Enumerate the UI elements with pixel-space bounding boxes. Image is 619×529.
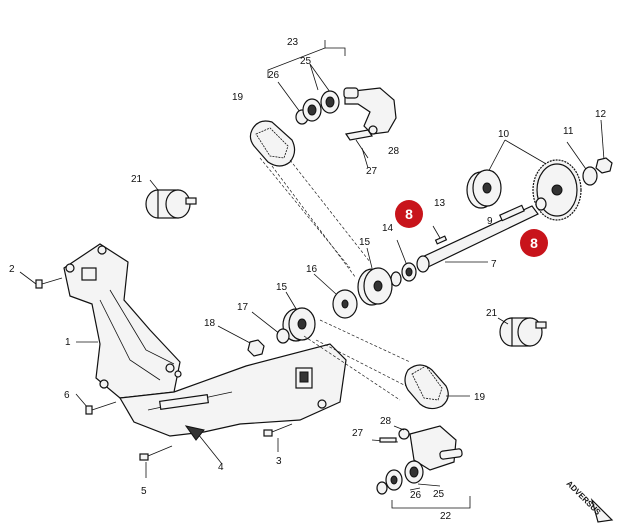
callout-5: 5 bbox=[141, 486, 147, 497]
callout-14: 14 bbox=[382, 223, 394, 234]
direction-label: ADVERSUS bbox=[565, 479, 603, 517]
callout-28-lower: 28 bbox=[380, 416, 392, 427]
callout-25-upper: 25 bbox=[300, 56, 312, 67]
rubber-mount-upper bbox=[145, 179, 197, 219]
callout-15-lower: 15 bbox=[276, 282, 288, 293]
callout-9: 9 bbox=[487, 216, 493, 227]
timing-belt-lower bbox=[303, 319, 470, 410]
bolts bbox=[19, 147, 369, 478]
highlight-badge-circle bbox=[520, 229, 548, 257]
callout-25-lower: 25 bbox=[433, 489, 445, 500]
callout-21-lower: 21 bbox=[486, 308, 498, 319]
callout-12: 12 bbox=[595, 109, 607, 120]
timing-belt-upper bbox=[249, 120, 371, 279]
pulley-upper bbox=[357, 247, 393, 306]
callout-26-upper: 26 bbox=[268, 70, 280, 81]
callout-19-upper: 19 bbox=[232, 92, 244, 103]
callout-10: 10 bbox=[498, 129, 510, 140]
callout-15-upper: 15 bbox=[359, 237, 371, 248]
bracket-assembly-22 bbox=[371, 425, 471, 509]
callout-16: 16 bbox=[306, 264, 318, 275]
callout-21-upper: 21 bbox=[131, 174, 143, 185]
swing-arm-4 bbox=[119, 343, 347, 465]
direction-arrow: ADVERSUS bbox=[565, 479, 614, 523]
highlight-badge-8-upper: 8 bbox=[395, 200, 423, 228]
callout-28-upper: 28 bbox=[388, 146, 400, 157]
callout-17: 17 bbox=[237, 302, 249, 313]
gear-group bbox=[466, 119, 613, 221]
bracket-assembly-23 bbox=[267, 40, 397, 159]
callout-labels: 23 25 26 19 28 27 10 11 12 21 13 9 14 15… bbox=[9, 37, 607, 522]
drive-shaft bbox=[390, 197, 547, 287]
callout-2: 2 bbox=[9, 264, 15, 275]
callout-1: 1 bbox=[65, 337, 71, 348]
callout-6: 6 bbox=[64, 390, 70, 401]
callout-4: 4 bbox=[218, 462, 224, 473]
callout-3: 3 bbox=[276, 456, 282, 467]
callout-26-lower: 26 bbox=[410, 490, 422, 501]
highlight-badge-label: 8 bbox=[405, 206, 413, 222]
callout-22: 22 bbox=[440, 511, 452, 522]
callout-18: 18 bbox=[204, 318, 216, 329]
mounting-bracket-1 bbox=[63, 243, 181, 399]
callout-23: 23 bbox=[287, 37, 299, 48]
callout-13: 13 bbox=[434, 198, 446, 209]
rubber-mount-lower bbox=[497, 317, 547, 347]
highlight-badge-circle bbox=[395, 200, 423, 228]
callout-27-lower: 27 bbox=[352, 428, 364, 439]
callout-19-lower: 19 bbox=[474, 392, 486, 403]
pulley-lower bbox=[217, 291, 316, 357]
highlight-badge-label: 8 bbox=[530, 235, 538, 251]
callout-7: 7 bbox=[491, 259, 497, 270]
washer-16 bbox=[313, 273, 358, 319]
callout-11: 11 bbox=[563, 126, 574, 137]
highlight-badge-8-lower: 8 bbox=[520, 229, 548, 257]
callout-27-upper: 27 bbox=[366, 166, 378, 177]
